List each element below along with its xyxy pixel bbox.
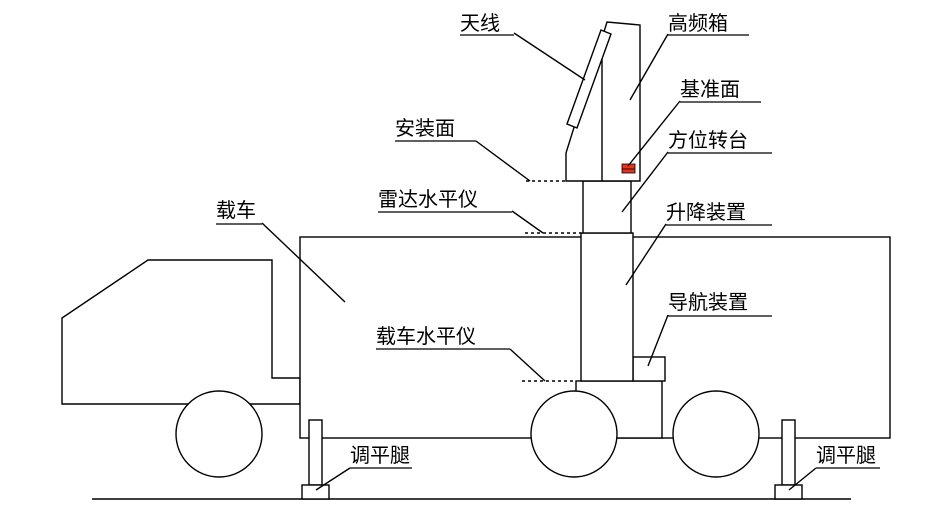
wheel-front [175,390,263,478]
label-navigation-device: 导航装置 [668,290,748,314]
label-reference-surface: 基准面 [680,77,740,101]
leveling-leg-right-foot [774,484,803,500]
leader-leg-left [315,467,351,491]
leader-vehicle-level [509,348,546,382]
label-antenna: 天线 [460,11,500,35]
leader-antenna [513,32,586,81]
label-lift-device: 升降装置 [666,200,746,224]
lift-column [580,232,634,382]
wheel-middle [530,390,618,478]
label-radar-level: 雷达水平仪 [378,187,478,211]
label-leveling-leg-left: 调平腿 [350,443,410,467]
label-rf-box: 高频箱 [668,11,728,35]
leveling-leg-left-foot [301,484,330,500]
rf-box [565,21,641,182]
truck-cab [61,259,301,405]
leader-rf-box [629,33,669,101]
leader-reference [627,100,681,167]
leader-radar-level [511,210,544,234]
wheel-rear [672,390,760,478]
leader-leg-right [788,467,817,491]
leader-navigation [647,314,669,367]
antenna-panel [566,29,612,129]
label-leveling-leg-right: 调平腿 [816,443,876,467]
leveling-leg-right [781,419,796,486]
azimuth-column [582,180,632,234]
leader-carrier [261,222,346,303]
reference-marker [621,163,636,174]
leader-azimuth [621,151,669,213]
label-azimuth-turntable: 方位转台 [668,128,748,152]
leveling-leg-left [308,419,323,486]
label-mount-surface: 安装面 [395,116,455,140]
label-vehicle-level: 载车水平仪 [376,324,476,348]
navigation-device-box [632,356,666,382]
label-carrier-vehicle: 载车 [216,198,256,222]
leader-lift [625,223,667,286]
leader-mount-surface [475,140,531,182]
